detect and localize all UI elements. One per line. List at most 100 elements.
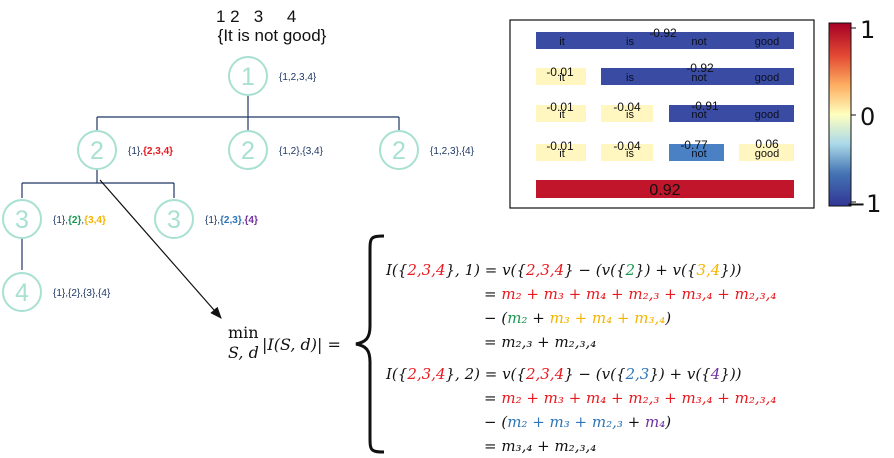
left-brace — [355, 234, 385, 454]
objective-lhs: |I(S, d)| = — [262, 335, 341, 354]
equation-term: m₂ + m₃ + m₄ + m₂,₃ + m₃,₄ + m₂,₃,₄ — [501, 285, 776, 303]
partition-segment: {1,2,3,4} — [279, 72, 317, 83]
heatmap-bar — [669, 105, 794, 122]
equation-term: }) + v({ — [635, 261, 697, 279]
heatmap-word: not — [691, 148, 706, 160]
heatmap-bar — [536, 32, 794, 49]
heatmap-value: -0.01 — [546, 100, 574, 114]
tree-node-circle — [379, 130, 419, 170]
heatmap-bar — [536, 105, 586, 122]
partition-segment: , — [242, 215, 245, 226]
tree-node-circle — [154, 199, 194, 239]
partition-segment: , — [81, 215, 84, 226]
heatmap-bar — [536, 68, 586, 85]
equation-term: 2,3,4 — [525, 261, 564, 279]
colorbar-tick-mid: 0 — [860, 103, 875, 131]
partition-segment: {1,2},{3,4} — [279, 146, 324, 157]
equation-term: + — [623, 413, 645, 431]
tree-node-circle — [228, 130, 268, 170]
equation-term: 2,3,4 — [406, 365, 445, 383]
tree-node: 1 {1,2,3,4} — [228, 56, 317, 96]
heatmap-value: -0.04 — [613, 100, 641, 114]
heatmap-bar — [601, 105, 653, 122]
equations: I({2,3,4}, 1) = v({2,3,4} − (v({2}) + v(… — [385, 261, 776, 455]
heatmap-word: not — [691, 36, 706, 48]
tree-edges — [21, 96, 400, 270]
heatmap-word: is — [626, 148, 634, 160]
colorbar-tick-bottom: −1 — [846, 190, 881, 218]
equation-term: = m₃,₄ + m₂,₃,₄ — [484, 437, 596, 455]
equation-line: − (m₂ + m₃ + m₄ + m₃,₄) — [484, 309, 671, 327]
heatmap-value: -0.01 — [546, 65, 574, 79]
equation-term: m₂ + m₃ + m₄ + m₂,₃ + m₃,₄ + m₂,₃,₄ — [501, 389, 776, 407]
equation-line: = m₂ + m₃ + m₄ + m₂,₃ + m₃,₄ + m₂,₃,₄ — [484, 285, 776, 303]
tree-node: 2 {1,2,3},{4} — [379, 130, 475, 170]
colorbar — [828, 22, 852, 207]
partition-segment: {4} — [245, 215, 258, 226]
equation-term: } − (v({ — [564, 365, 626, 383]
heatmap-word: good — [755, 148, 779, 160]
heatmap-word: it — [559, 109, 565, 121]
equation-term: + — [527, 309, 549, 327]
equation-term: }) + v({ — [649, 365, 711, 383]
heatmap-bar — [601, 68, 794, 85]
equation-term: ) — [664, 413, 671, 431]
selection-arrow — [99, 179, 222, 319]
heatmap-word: is — [626, 72, 634, 84]
equation-line: = m₃,₄ + m₂,₃,₄ — [484, 437, 596, 455]
equation-term: = — [484, 285, 501, 303]
equation-term: 2 — [625, 261, 636, 279]
heatmap-bar — [536, 144, 586, 161]
partition-segment: {2,3,4} — [143, 146, 173, 157]
tree-node: 4{1},{2},{3},{4} — [2, 272, 111, 312]
tree-node-partition: {1,2,3,4} — [279, 72, 317, 83]
equation-term: m₂ — [507, 309, 527, 327]
equation-term: m₃ + m₄ + m₃,₄ — [550, 309, 666, 327]
tree-node-level: 1 — [241, 63, 255, 91]
equation-term: 2,3,4 — [525, 365, 564, 383]
equation-term: m₂ + m₃ + m₂,₃ — [507, 413, 623, 431]
equation-term: I({ — [385, 365, 408, 383]
heatmap-total-value: 0.92 — [649, 182, 680, 199]
tree-node-level: 2 — [241, 137, 255, 165]
heatmap-word: good — [755, 36, 779, 48]
heatmap-bar — [739, 144, 794, 161]
heatmap-word: is — [626, 36, 634, 48]
tree-node-level: 2 — [392, 137, 406, 165]
equation-term: } − (v({ — [564, 261, 626, 279]
equation-term: = m₂,₃ + m₂,₃,₄ — [484, 333, 596, 351]
partition-segment: {1,2,3},{4} — [430, 146, 475, 157]
tree-node-partition: {1},{2},{3,4} — [53, 215, 106, 226]
partition-segment: {1},{2},{3},{4} — [53, 288, 111, 299]
equation-term: m₄ — [645, 413, 665, 431]
heatmap-value: 0.06 — [755, 137, 779, 151]
equation-term: = — [484, 389, 501, 407]
tree-node-circle — [228, 56, 268, 96]
equation-term: − ( — [484, 413, 508, 431]
partition-segment: {1}, — [205, 215, 220, 226]
tree-node-partition: {1},{2},{3},{4} — [53, 288, 111, 299]
heatmap-total-bar — [536, 180, 794, 198]
equation-block-1: I({2,3,4}, 1) = v({2,3,4} − (v({2}) + v(… — [385, 261, 776, 351]
heatmap-bar — [601, 144, 653, 161]
partition-segment: {1}, — [128, 146, 143, 157]
heatmap-word: it — [559, 72, 565, 84]
equation-term: − ( — [484, 309, 508, 327]
tree-node-partition: {1},{2,3,4} — [128, 146, 173, 157]
tree-node: 2 {1},{2,3,4} — [77, 130, 173, 170]
equation-line: = m₂,₃ + m₂,₃,₄ — [484, 333, 596, 351]
equation-block-2: I({2,3,4}, 2) = v({2,3,4} − (v({2,3}) + … — [385, 365, 776, 455]
heatmap-value: -0.01 — [546, 139, 574, 153]
tree-node-level: 3 — [167, 206, 181, 234]
tree-node: 3{1},{2},{3,4} — [2, 199, 106, 239]
heatmap-word: it — [559, 36, 565, 48]
tree-node-level: 2 — [90, 137, 104, 165]
heatmap-word: good — [755, 72, 779, 84]
heatmap-word: it — [559, 148, 565, 160]
word-indices: 1 2 3 4 — [216, 7, 296, 26]
heatmap-word: is — [626, 109, 634, 121]
